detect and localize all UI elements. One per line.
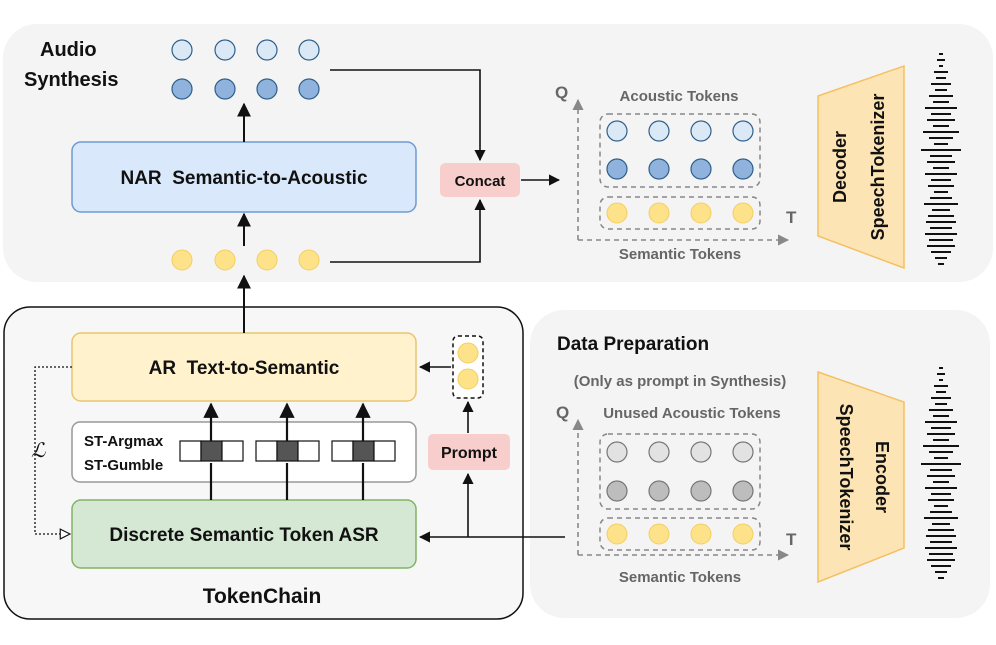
- unused-acoustic-token: [690, 480, 712, 502]
- acoustic-token: [298, 78, 320, 100]
- semantic-group-box: [599, 196, 761, 230]
- bottom-grid-tokens: [606, 441, 754, 545]
- semantic-group-box-bottom: [599, 517, 761, 551]
- acoustic-token: [256, 78, 278, 100]
- acoustic-token: [690, 120, 712, 142]
- semantic-token: [256, 249, 278, 271]
- audio-synthesis-title-line2: Synthesis: [24, 69, 118, 91]
- arrow-semantic-to-concat: [330, 198, 486, 263]
- unused-acoustic-token: [732, 441, 754, 463]
- acoustic-token: [606, 158, 628, 180]
- acoustic-token: [171, 39, 193, 61]
- prompt-box: [428, 434, 510, 470]
- acoustic-group-box: [599, 113, 761, 188]
- decoder-speechtokenizer-label: SpeechTokenizer: [868, 94, 888, 241]
- unused-acoustic-token: [606, 480, 628, 502]
- arrow-acoustic-to-concat: [330, 69, 486, 162]
- one-hot-vector: [331, 440, 396, 462]
- acoustic-token: [298, 39, 320, 61]
- st-arrows: [203, 402, 371, 500]
- data-preparation-title: Data Preparation: [557, 334, 709, 355]
- concat-label: Concat: [455, 173, 506, 190]
- concat-box: [440, 163, 520, 197]
- unused-acoustic-group-box: [599, 433, 761, 510]
- st-argmax-label: ST-Argmax: [84, 433, 164, 450]
- acoustic-token: [214, 78, 236, 100]
- acoustic-token: [214, 39, 236, 61]
- acoustic-token: [732, 120, 754, 142]
- acoustic-token: [648, 158, 670, 180]
- t-axis-label-bottom: T: [786, 530, 797, 549]
- semantic-token: [606, 202, 628, 224]
- semantic-token: [690, 202, 712, 224]
- decoder-speechtokenizer: [817, 64, 905, 270]
- semantic-token: [732, 202, 754, 224]
- st-estimator-box: [71, 421, 417, 483]
- encoder-speechtokenizer-label: SpeechTokenizer: [836, 404, 856, 551]
- encoder-speechtokenizer: [817, 370, 905, 584]
- output-waveform: [921, 53, 961, 265]
- semantic-input-tokens: [171, 249, 320, 271]
- unused-acoustic-tokens-label: Unused Acoustic Tokens: [603, 405, 781, 422]
- semantic-token: [690, 523, 712, 545]
- ar-box-label: AR Text-to-Semantic: [149, 358, 340, 379]
- semantic-token: [298, 249, 320, 271]
- semantic-token: [732, 523, 754, 545]
- input-waveform: [921, 367, 961, 579]
- prompt-semantic-token: [457, 342, 479, 364]
- semantic-token: [606, 523, 628, 545]
- q-axis-label-bottom: Q: [556, 403, 569, 422]
- semantic-tokens-label-bottom: Semantic Tokens: [619, 569, 741, 586]
- encoder-label: Encoder: [872, 441, 892, 513]
- semantic-token: [648, 202, 670, 224]
- audio-synthesis-title-line1: Audio: [40, 39, 97, 61]
- top-grid-tokens: [606, 120, 754, 224]
- loss-symbol: ℒ: [31, 438, 46, 462]
- acoustic-output-tokens: [171, 39, 320, 100]
- unused-acoustic-token: [732, 480, 754, 502]
- semantic-token: [214, 249, 236, 271]
- acoustic-token: [171, 78, 193, 100]
- st-gumble-label: ST-Gumble: [84, 457, 163, 474]
- loss-feedback-arrow: [34, 366, 72, 534]
- decoder-label: Decoder: [830, 131, 850, 203]
- acoustic-tokens-label: Acoustic Tokens: [620, 88, 739, 105]
- prompt-label: Prompt: [441, 445, 498, 462]
- acoustic-token: [690, 158, 712, 180]
- tokenchain-title: TokenChain: [203, 585, 322, 608]
- prompt-semantic-token: [457, 368, 479, 390]
- nar-box-label: NAR Semantic-to-Acoustic: [120, 168, 367, 189]
- unused-acoustic-token: [648, 441, 670, 463]
- data-preparation-note: (Only as prompt in Synthesis): [574, 373, 787, 390]
- one-hot-vector: [179, 440, 244, 462]
- unused-acoustic-token: [690, 441, 712, 463]
- semantic-token: [648, 523, 670, 545]
- unused-acoustic-token: [648, 480, 670, 502]
- unused-acoustic-token: [606, 441, 628, 463]
- one-hot-vector: [255, 440, 320, 462]
- q-axis-label-top: Q: [555, 83, 568, 102]
- asr-box-label: Discrete Semantic Token ASR: [109, 525, 379, 546]
- acoustic-token: [648, 120, 670, 142]
- discrete-semantic-token-asr-box: [71, 499, 417, 569]
- acoustic-token: [606, 120, 628, 142]
- semantic-tokens-label-top: Semantic Tokens: [619, 246, 741, 263]
- t-axis-label-top: T: [786, 208, 797, 227]
- acoustic-token: [256, 39, 278, 61]
- acoustic-token: [732, 158, 754, 180]
- semantic-token: [171, 249, 193, 271]
